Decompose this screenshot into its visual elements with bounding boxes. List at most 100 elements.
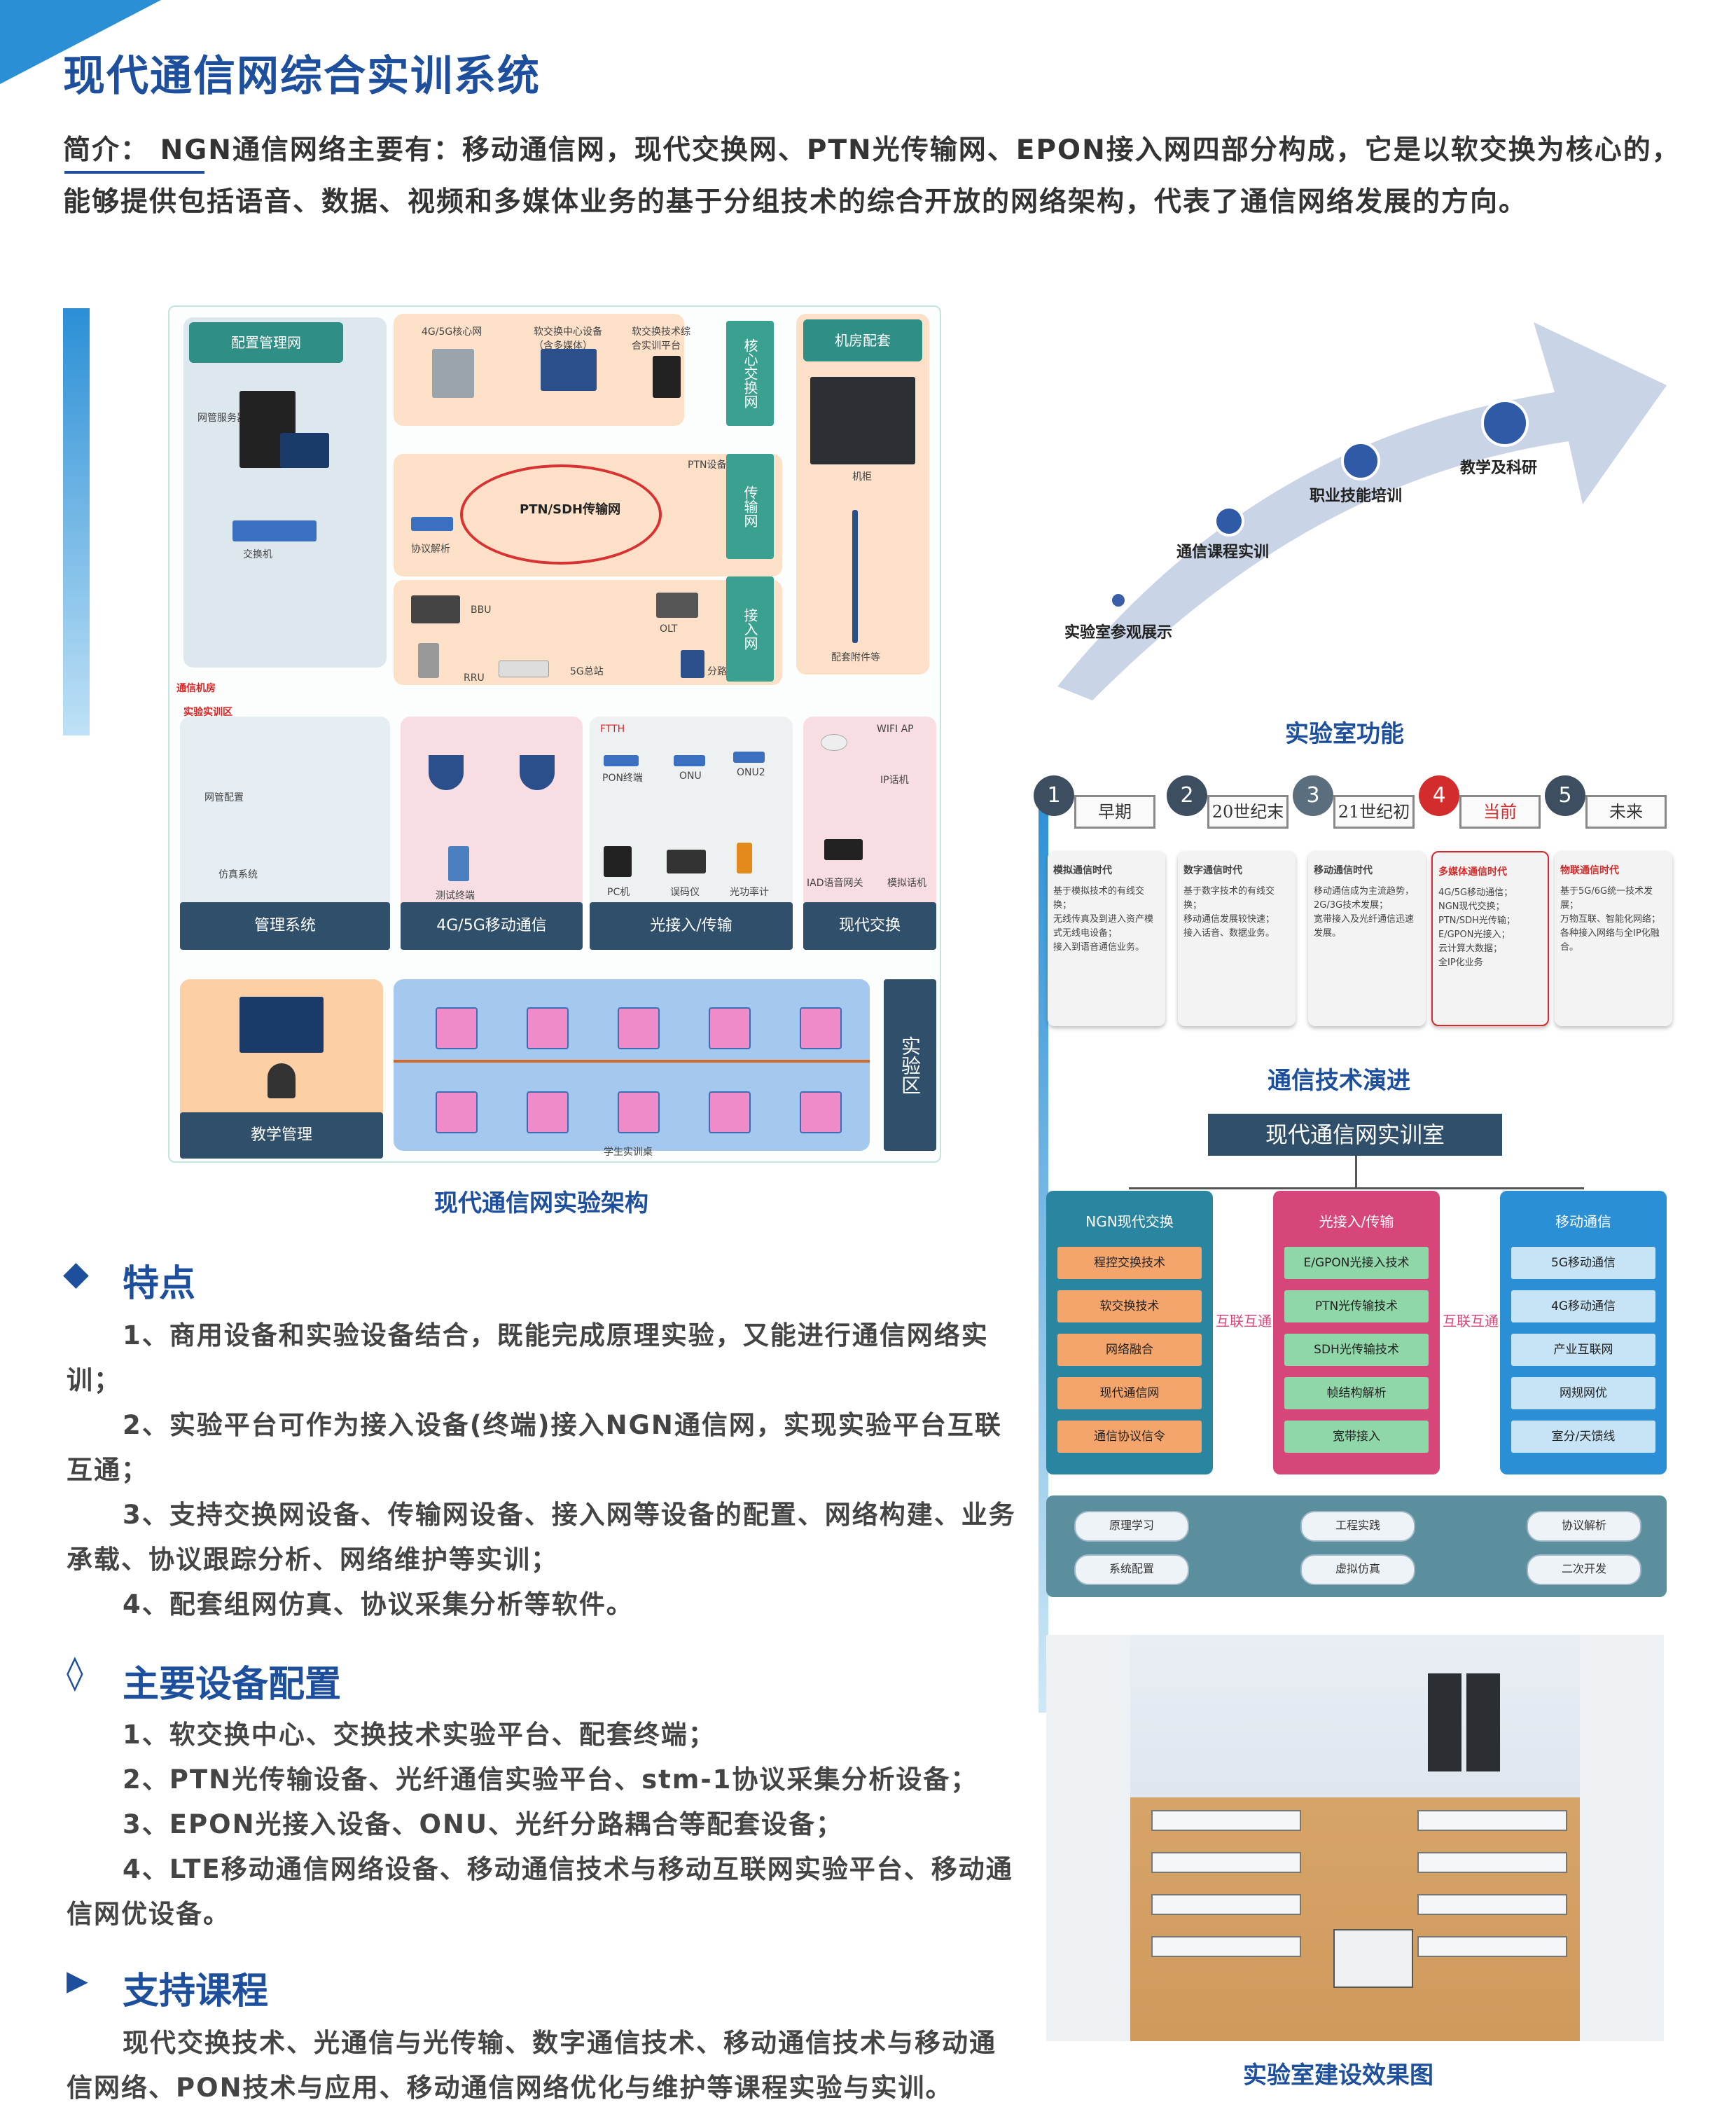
lab-photo bbox=[1046, 1635, 1664, 2041]
onu-label: ONU bbox=[679, 771, 702, 782]
core-4g5g-label: 4G/5G核心网 bbox=[422, 326, 482, 338]
stage-card-item: 无线传真及到进入资产模式无线电设备； bbox=[1053, 914, 1154, 939]
analyzer-icon bbox=[411, 517, 453, 531]
student-desk bbox=[618, 1007, 660, 1049]
column-head: 移动通信 bbox=[1555, 1213, 1611, 1230]
level-dot bbox=[1112, 594, 1125, 607]
connector bbox=[1355, 1156, 1357, 1187]
student-desk bbox=[527, 1091, 569, 1133]
photo-teacher-desk bbox=[1333, 1929, 1413, 1988]
column-head: NGN现代交换 bbox=[1085, 1213, 1174, 1230]
bbu-label: BBU bbox=[471, 604, 492, 616]
level-label: 职业技能培训 bbox=[1310, 488, 1403, 505]
equipment-item: 3、EPON光接入设备、ONU、光纤分路耦合等配套设备； bbox=[123, 1809, 844, 1839]
core-net-tag: 核心交换网 bbox=[726, 321, 774, 426]
column-head: 光接入/传输 bbox=[1319, 1213, 1394, 1230]
photo-cabinet bbox=[1428, 1673, 1461, 1771]
equipment-item: 2、PTN光传输设备、光纤通信实验平台、stm-1协议采集分析设备； bbox=[123, 1764, 978, 1795]
student-desk bbox=[527, 1007, 569, 1049]
column-mobile: 移动通信 5G移动通信 4G移动通信 产业互联网 网规网优 室分/天馈线 bbox=[1500, 1191, 1667, 1474]
photo-wall-right bbox=[1580, 1635, 1664, 2041]
photo-desk-row bbox=[1151, 1936, 1301, 1957]
column-item: SDH光传输技术 bbox=[1284, 1334, 1429, 1366]
feature-item: 3、支持交换网设备、传输网设备、接入网等设备的配置、网络构建、业务承载、协议跟踪… bbox=[67, 1500, 1016, 1575]
level-dot bbox=[1341, 441, 1380, 481]
stage-card-item: 接入话音、数据业务。 bbox=[1183, 928, 1275, 939]
photo-desk-row bbox=[1417, 1894, 1567, 1915]
stage-card-item: 接入到语音通信业务。 bbox=[1053, 942, 1145, 953]
level-dot bbox=[1481, 399, 1529, 447]
pon-terminal-label: PON终端 bbox=[602, 773, 643, 784]
stage-card-item: 各种接入网络与全IP化融合。 bbox=[1560, 928, 1660, 953]
modern-switch-header: 现代交换 bbox=[803, 902, 936, 950]
student-desk bbox=[709, 1007, 751, 1049]
antenna-icon-1 bbox=[429, 755, 464, 790]
architecture-diagram: 配置管理网 网管服务器 交换机 通信机房 4G/5G核心网 软交换中心设备（含多… bbox=[168, 305, 941, 1163]
stage-card-item: 基于模拟技术的有线交换； bbox=[1053, 886, 1145, 911]
feature-item: 4、配套组网仿真、协议采集分析等软件。 bbox=[123, 1589, 634, 1619]
lab-cable bbox=[394, 1060, 870, 1063]
lab-structure-footer: 原理学习 工程实践 协议解析 系统配置 虚拟仿真 二次开发 bbox=[1046, 1495, 1667, 1597]
play-icon: ▶ bbox=[67, 1965, 88, 1997]
config-net-header: 配置管理网 bbox=[189, 322, 343, 363]
column-item: 5G移动通信 bbox=[1511, 1247, 1655, 1279]
cabinet-icon bbox=[810, 377, 915, 464]
onu2-label: ONU2 bbox=[737, 767, 765, 778]
stage-number: 1 bbox=[1034, 775, 1074, 816]
courses-text: 现代交换技术、光通信与光传输、数字通信技术、移动通信技术与移动通信网络、PON技… bbox=[67, 2028, 997, 2103]
column-ngn: NGN现代交换 程控交换技术 软交换技术 网络融合 现代通信网 通信协议信令 bbox=[1046, 1191, 1213, 1474]
footer-item: 协议解析 bbox=[1527, 1511, 1641, 1542]
teacher-icon bbox=[268, 1063, 296, 1098]
lab-structure-title: 现代通信网实训室 bbox=[1208, 1114, 1502, 1156]
stage-card: 多媒体通信时代 4G/5G移动通信； NGN现代交换； PTN/SDH光传输； … bbox=[1431, 851, 1549, 1026]
bbu-icon bbox=[411, 595, 460, 623]
ip-phone-label: IP话机 bbox=[880, 775, 909, 786]
stage-number: 5 bbox=[1545, 775, 1585, 816]
interconnect-label: 互联互通 bbox=[1443, 1313, 1499, 1329]
stage-card-item: 移动通信成为主流趋势，2G/3G技术发展； bbox=[1314, 886, 1415, 911]
pon-terminal-icon bbox=[604, 755, 639, 766]
core-server-icon bbox=[432, 349, 474, 398]
switch-label: 交换机 bbox=[243, 549, 272, 560]
ap-icon bbox=[821, 734, 847, 751]
footer-item: 二次开发 bbox=[1527, 1554, 1641, 1585]
stage-label: 20世纪末 bbox=[1207, 795, 1289, 829]
architecture-caption: 现代通信网实验架构 bbox=[434, 1189, 648, 1217]
olt-icon bbox=[656, 593, 698, 618]
feature-item: 1、商用设备和实验设备结合，既能完成原理实验，又能进行通信网络实训； bbox=[67, 1320, 989, 1395]
column-item: 室分/天馈线 bbox=[1511, 1421, 1655, 1453]
softswitch-icon bbox=[541, 349, 597, 391]
mobile-zone bbox=[401, 717, 583, 934]
stage-card-title: 数字通信时代 bbox=[1183, 865, 1242, 876]
ftth-label: FTTH bbox=[600, 724, 625, 735]
stage-label: 早期 bbox=[1074, 795, 1155, 829]
level-dot bbox=[1214, 506, 1244, 537]
evolution-caption: 通信技术演进 bbox=[1268, 1067, 1410, 1095]
rru-icon bbox=[418, 643, 439, 678]
power-meter-icon bbox=[737, 843, 752, 873]
stage-label: 21世纪初 bbox=[1333, 795, 1415, 829]
student-desk bbox=[800, 1091, 842, 1133]
antenna-icon-2 bbox=[520, 755, 555, 790]
student-desk bbox=[618, 1091, 660, 1133]
meter-icon bbox=[667, 850, 706, 873]
student-desk bbox=[800, 1007, 842, 1049]
feature-item: 2、实验平台可作为接入设备(终端)接入NGN通信网，实现实验平台互联互通； bbox=[67, 1410, 1002, 1485]
photo-desk-row bbox=[1151, 1852, 1301, 1873]
student-desk bbox=[709, 1091, 751, 1133]
stage-card-title: 多媒体通信时代 bbox=[1438, 866, 1507, 878]
room-equip-header: 机房配套 bbox=[803, 319, 922, 361]
stage-card-title: 移动通信时代 bbox=[1314, 865, 1373, 876]
stage-label: 当前 bbox=[1459, 795, 1541, 829]
column-item: 网规网优 bbox=[1511, 1377, 1655, 1409]
monitor-icon bbox=[280, 433, 329, 468]
comm-room-label: 通信机房 bbox=[176, 683, 216, 694]
level-label: 实验室参观展示 bbox=[1064, 624, 1173, 642]
mobile-term-label: 测试终端 bbox=[436, 890, 475, 901]
column-item: PTN光传输技术 bbox=[1284, 1290, 1429, 1322]
optical-zone bbox=[590, 717, 793, 934]
analyzer-label: 协议解析 bbox=[411, 544, 450, 555]
column-item: 产业互联网 bbox=[1511, 1334, 1655, 1366]
mgmt-zone bbox=[180, 717, 390, 934]
transport-net-tag: 传输网 bbox=[726, 454, 774, 559]
